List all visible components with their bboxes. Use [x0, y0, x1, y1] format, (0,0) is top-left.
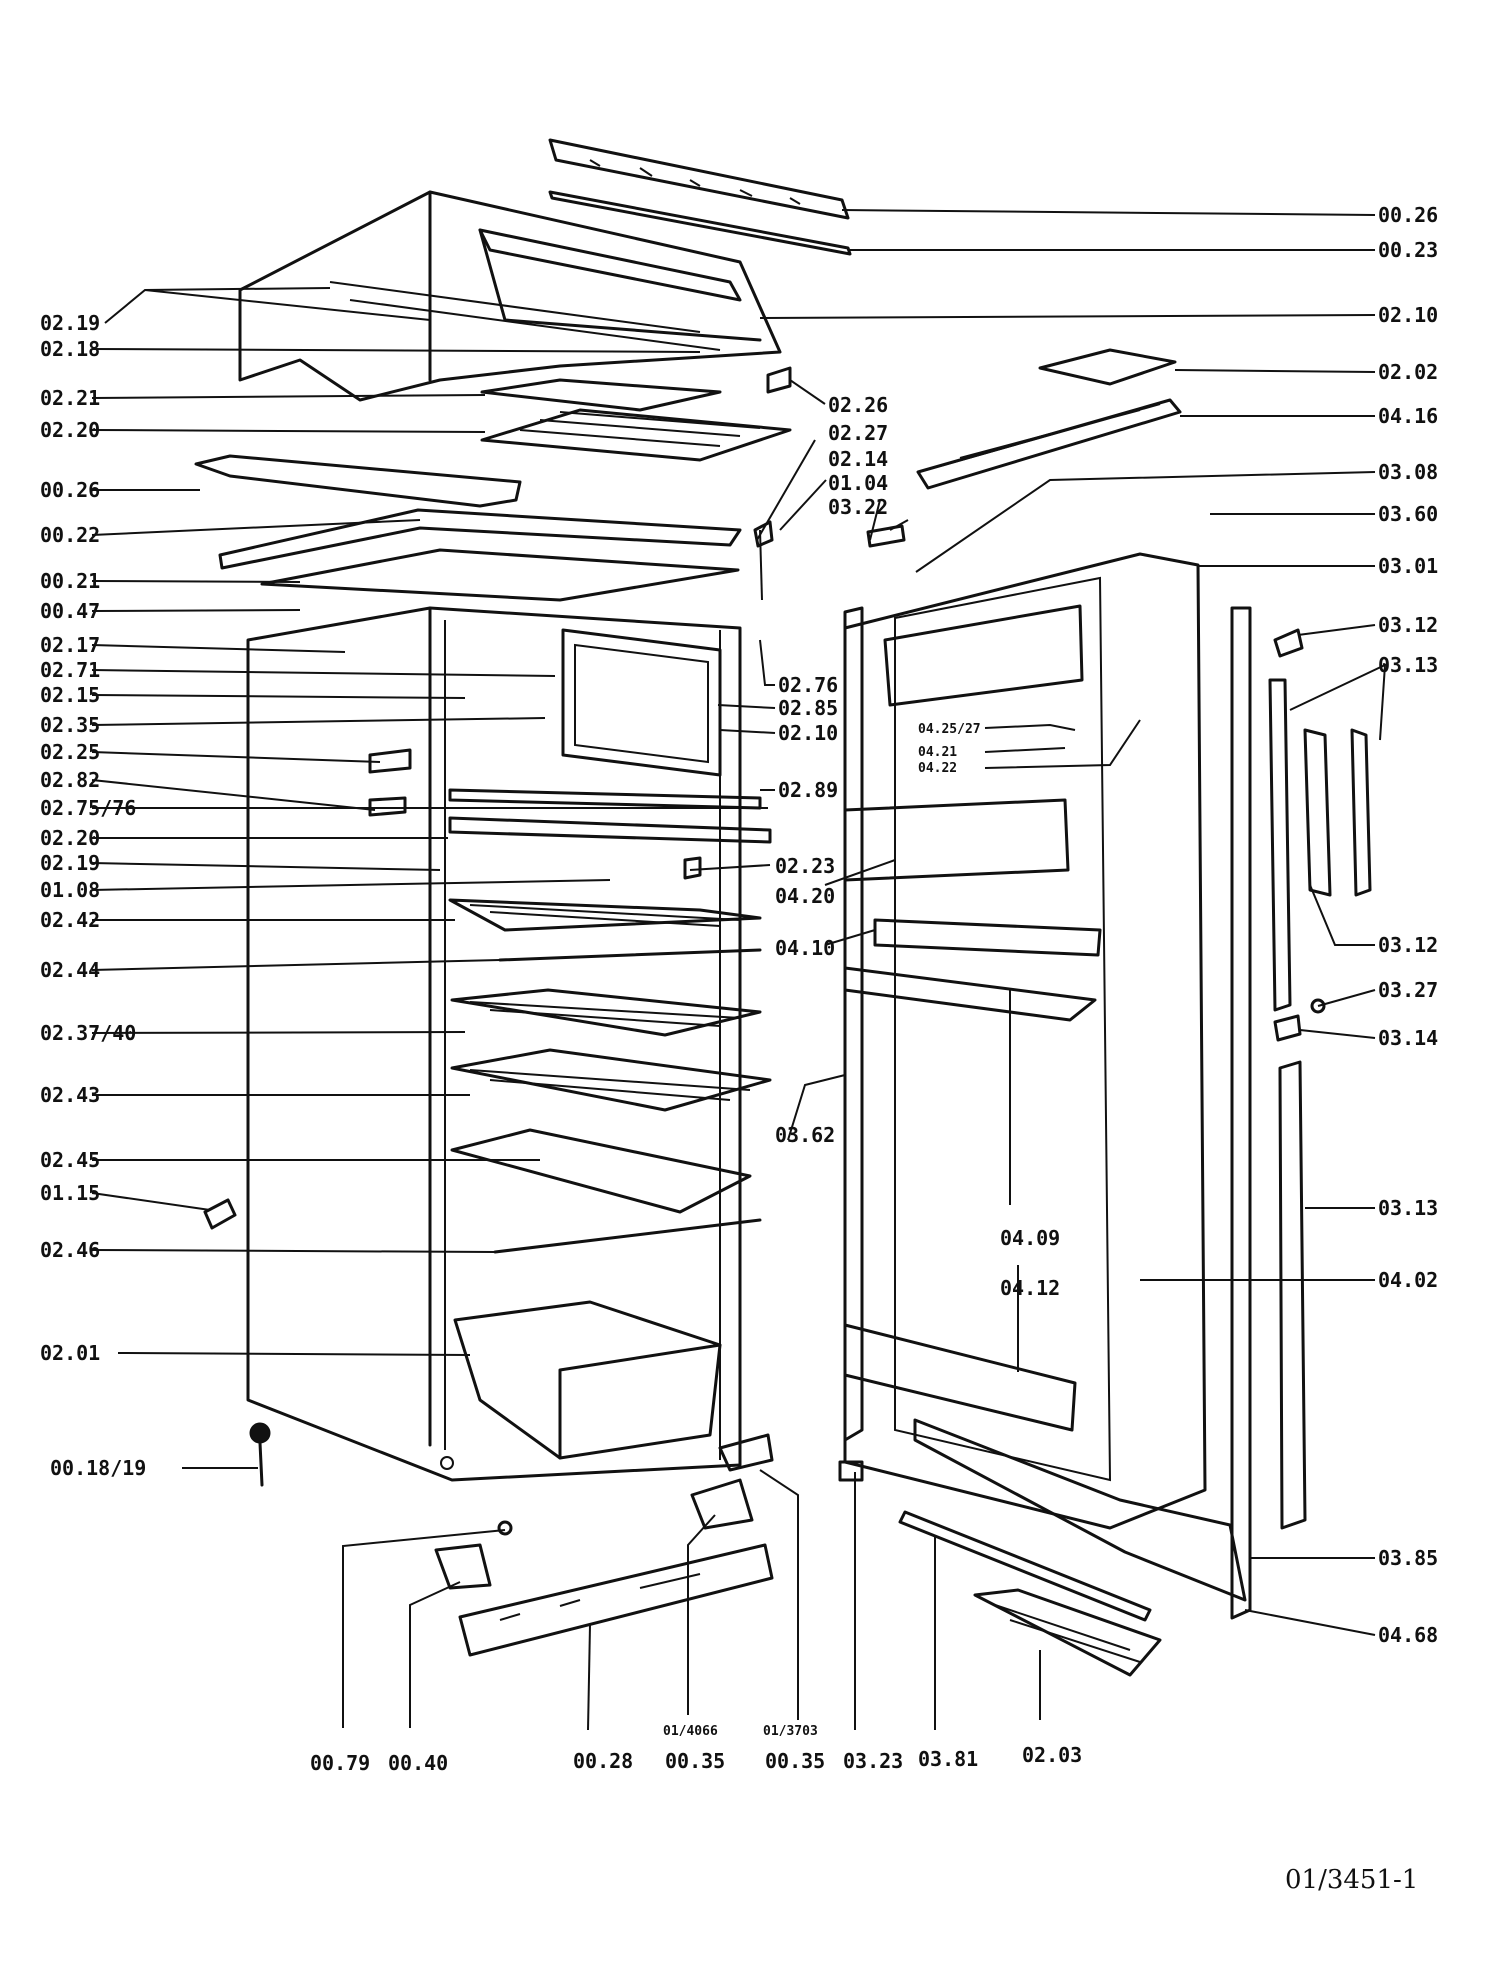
label-02-45: 02.45	[40, 1148, 100, 1172]
label-00-28: 00.28	[573, 1749, 633, 1773]
label-00-35-a: 00.35	[665, 1749, 725, 1773]
label-02-76: 02.76	[778, 673, 838, 697]
label-03-85: 03.85	[1378, 1546, 1438, 1570]
label-00-23: 00.23	[1378, 238, 1438, 262]
label-02-44: 02.44	[40, 958, 100, 982]
label-04-20: 04.20	[775, 884, 835, 908]
label-02-10-top: 02.10	[1378, 303, 1438, 327]
label-00-40: 00.40	[388, 1751, 448, 1775]
part-labels: 00.26 00.23 02.10 02.02 04.16 03.08 03.6…	[40, 203, 1438, 1895]
part-top-housing	[238, 190, 782, 402]
label-02-17: 02.17	[40, 633, 100, 657]
label-04-25-27: 04.25/27	[918, 722, 981, 737]
label-01-15: 01.15	[40, 1181, 100, 1205]
label-04-12: 04.12	[1000, 1276, 1060, 1300]
label-00-21: 00.21	[40, 569, 100, 593]
label-03-14: 03.14	[1378, 1026, 1438, 1050]
part-ice-tray-top	[916, 398, 1182, 490]
part-cabinet	[246, 606, 742, 1482]
label-02-18: 02.18	[40, 337, 100, 361]
label-02-46: 02.46	[40, 1238, 100, 1262]
label-03-01: 03.01	[1378, 554, 1438, 578]
label-03-13-top: 03.13	[1378, 653, 1438, 677]
label-00-26-top: 00.26	[1378, 203, 1438, 227]
label-04-22: 04.22	[918, 761, 957, 776]
label-02-21: 02.21	[40, 386, 100, 410]
part-shelf-bracket	[194, 454, 522, 508]
label-03-12-top: 03.12	[1378, 613, 1438, 637]
label-03-13-low: 03.13	[1378, 1196, 1438, 1220]
label-02-19-top: 02.19	[40, 311, 100, 335]
part-door-handle	[1303, 728, 1332, 897]
label-03-23: 03.23	[843, 1749, 903, 1773]
label-02-03: 02.03	[1022, 1743, 1082, 1767]
label-02-15: 02.15	[40, 683, 100, 707]
label-03-60: 03.60	[1378, 502, 1438, 526]
label-02-71: 02.71	[40, 658, 100, 682]
part-evaporator	[561, 628, 722, 777]
part-cover-plates	[218, 508, 742, 602]
label-03-62: 03.62	[775, 1123, 835, 1147]
label-02-26: 02.26	[828, 393, 888, 417]
label-02-75-76: 02.75/76	[40, 796, 136, 820]
label-00-26-left: 00.26	[40, 478, 100, 502]
label-02-02: 02.02	[1378, 360, 1438, 384]
label-02-20-mid: 02.20	[40, 826, 100, 850]
label-00-79: 00.79	[310, 1751, 370, 1775]
label-02-35: 02.35	[40, 713, 100, 737]
part-crisper-drawer	[453, 1300, 722, 1460]
label-01-3703: 01/3703	[763, 1724, 818, 1739]
part-top-cover-plate	[548, 138, 852, 256]
label-02-25: 02.25	[40, 740, 100, 764]
label-01-4066: 01/4066	[663, 1724, 718, 1739]
label-02-27: 02.27	[828, 421, 888, 445]
part-door-seals	[843, 606, 1372, 1620]
label-04-16: 04.16	[1378, 404, 1438, 428]
label-03-08: 03.08	[1378, 460, 1438, 484]
label-02-82: 02.82	[40, 768, 100, 792]
label-02-23: 02.23	[775, 854, 835, 878]
part-door	[843, 552, 1207, 1530]
label-00-22: 00.22	[40, 523, 100, 547]
label-00-35-b: 00.35	[765, 1749, 825, 1773]
label-02-19-mid: 02.19	[40, 851, 100, 875]
label-02-14: 02.14	[828, 447, 888, 471]
label-01-08: 01.08	[40, 878, 100, 902]
label-01-04: 01.04	[828, 471, 888, 495]
label-03-27: 03.27	[1378, 978, 1438, 1002]
label-00-47: 00.47	[40, 599, 100, 623]
label-02-43: 02.43	[40, 1083, 100, 1107]
label-02-89: 02.89	[778, 778, 838, 802]
label-02-42: 02.42	[40, 908, 100, 932]
label-02-01: 02.01	[40, 1341, 100, 1365]
label-04-68: 04.68	[1378, 1623, 1438, 1647]
label-04-21: 04.21	[918, 745, 957, 760]
drawing-reference: 01/3451-1	[1285, 1865, 1418, 1895]
label-04-02: 04.02	[1378, 1268, 1438, 1292]
label-03-22: 03.22	[828, 495, 888, 519]
label-03-81: 03.81	[918, 1747, 978, 1771]
label-02-20-top: 02.20	[40, 418, 100, 442]
part-shelves	[448, 788, 772, 1254]
label-02-10-mid: 02.10	[778, 721, 838, 745]
leader-lines	[91, 209, 1387, 1731]
part-ice-tray-bottom	[973, 1588, 1162, 1677]
label-03-12-mid: 03.12	[1378, 933, 1438, 957]
label-04-09: 04.09	[1000, 1226, 1060, 1250]
label-00-18-19: 00.18/19	[50, 1456, 146, 1480]
label-04-10: 04.10	[775, 936, 835, 960]
part-bottom-strip	[898, 1510, 1152, 1622]
part-small-components	[203, 348, 1326, 1590]
label-02-37-40: 02.37/40	[40, 1021, 136, 1045]
label-02-85: 02.85	[778, 696, 838, 720]
part-base-plate	[458, 1543, 774, 1657]
part-freezer-trays	[480, 378, 792, 462]
